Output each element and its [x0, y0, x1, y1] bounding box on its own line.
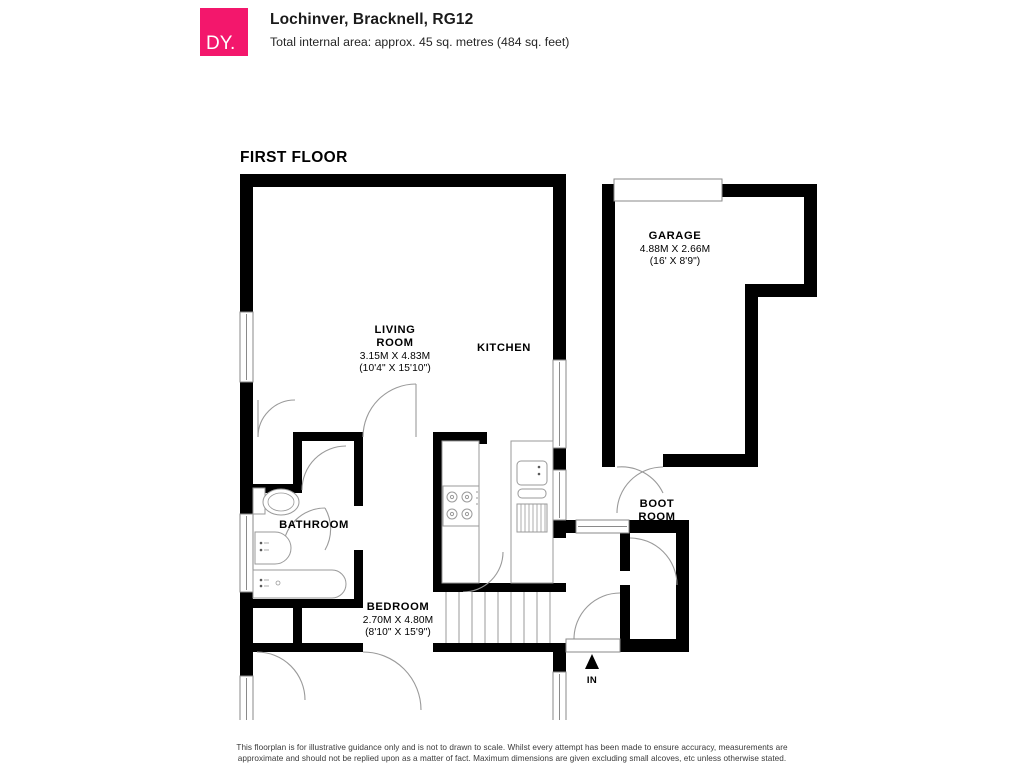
- bathroom-name: BATHROOM: [279, 519, 349, 531]
- disclaimer: This floorplan is for illustrative guida…: [0, 742, 1024, 764]
- entrance-marker: IN: [565, 638, 621, 686]
- living-room-name-line2: ROOM: [376, 337, 413, 349]
- room-label-bedroom: BEDROOM 2.70M X 4.80M (8'10" X 15'9"): [363, 601, 433, 638]
- bedroom-dim-metric: 2.70M X 4.80M: [363, 615, 433, 626]
- floorplan-svg: FIRST FLOOR: [239, 149, 817, 720]
- room-label-garage: GARAGE 4.88M X 2.66M (16' X 8'9"): [640, 230, 710, 267]
- room-label-boot-room: BOOT ROOM: [638, 498, 675, 523]
- window-bedroom-left: [239, 675, 254, 720]
- room-label-bathroom: BATHROOM: [279, 519, 349, 531]
- disclaimer-line-2: approximate and should not be replied up…: [237, 754, 787, 764]
- garage-name: GARAGE: [649, 230, 702, 242]
- bedroom-name: BEDROOM: [367, 601, 430, 613]
- window-kitchen-right: [552, 469, 567, 521]
- property-area-subtitle: Total internal area: approx. 45 sq. metr…: [270, 35, 570, 50]
- bathroom-fittings: [252, 487, 347, 599]
- brand-logo-text: DY.: [206, 33, 236, 54]
- window-bedroom-right: [552, 671, 567, 720]
- garage-dim-imperial: (16' X 8'9"): [650, 256, 701, 267]
- boot-room-doors: [573, 537, 678, 640]
- internal-partitions: [253, 432, 566, 652]
- living-room-name-line1: LIVING: [375, 324, 416, 336]
- main-building-walls: [240, 174, 566, 676]
- boot-room-walls: [566, 520, 689, 652]
- staircase: [433, 592, 566, 643]
- window-living-right: [552, 359, 567, 449]
- entrance-in-label: IN: [587, 675, 597, 686]
- disclaimer-line-1: This floorplan is for illustrative guida…: [236, 743, 788, 752]
- living-room-dim-metric: 3.15M X 4.83M: [360, 351, 430, 362]
- living-room-dim-imperial: (10'4" X 15'10"): [359, 363, 431, 374]
- room-label-kitchen: KITCHEN: [477, 342, 531, 354]
- bedroom-dim-imperial: (8'10" X 15'9"): [365, 627, 431, 638]
- garage-door-swing: [616, 466, 664, 514]
- garage-dim-metric: 4.88M X 2.66M: [640, 244, 710, 255]
- brand-logo: DY.: [200, 8, 248, 56]
- window-garage-top: [613, 178, 723, 202]
- boot-room-name-line2: ROOM: [638, 511, 675, 523]
- header-text-group: Lochinver, Bracknell, RG12 Total interna…: [270, 8, 569, 51]
- floor-title: FIRST FLOOR: [240, 149, 348, 166]
- window-living-left: [239, 311, 254, 383]
- boot-room-name-line1: BOOT: [640, 498, 675, 510]
- kitchen-fittings: [441, 440, 554, 584]
- kitchen-name: KITCHEN: [477, 342, 531, 354]
- window-bathroom-left: [239, 513, 254, 593]
- floorplan-drawing: FIRST FLOOR: [0, 80, 1024, 720]
- property-title: Lochinver, Bracknell, RG12: [270, 11, 474, 28]
- header: DY. Lochinver, Bracknell, RG12 Total int…: [200, 8, 569, 56]
- room-label-living-room: LIVING ROOM 3.15M X 4.83M (10'4" X 15'10…: [359, 324, 431, 374]
- door-swings: [256, 383, 504, 711]
- window-boot-room-top: [575, 519, 630, 534]
- garage-walls: [602, 184, 817, 467]
